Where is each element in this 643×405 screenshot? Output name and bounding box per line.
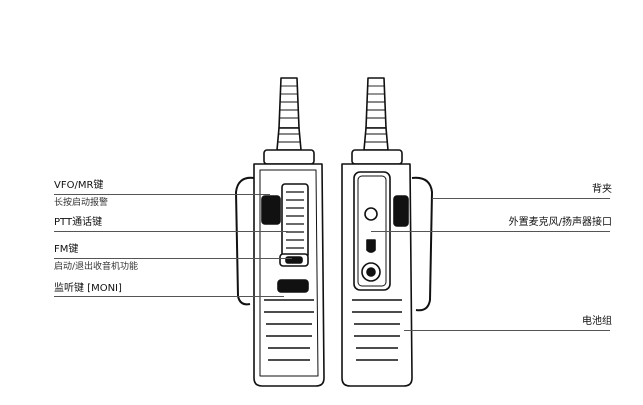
- ext-port-label: 外置麦克风/扬声器接口: [508, 217, 612, 228]
- vfo-mr-leader: [54, 194, 270, 195]
- alarm-desc-label: 长按启动报警: [54, 198, 109, 208]
- radio-back-view: [341, 77, 433, 387]
- ptt-leader: [54, 231, 288, 232]
- ext-port-leader: [371, 231, 610, 232]
- radio-front-view: [235, 77, 325, 387]
- fm-leader: [54, 258, 292, 259]
- ptt-key-label: PTT通话键: [54, 217, 103, 228]
- belt-clip-label: 背夹: [592, 184, 612, 195]
- battery-label: 电池组: [582, 316, 612, 327]
- vfo-mr-key-label: VFO/MR键: [54, 180, 104, 191]
- moni-leader: [54, 296, 284, 297]
- battery-leader: [404, 330, 610, 331]
- fm-desc-label: 启动/退出收音机功能: [54, 262, 139, 272]
- belt-clip-leader: [432, 198, 610, 199]
- moni-key-label: 监听键 [MONI]: [54, 283, 122, 294]
- fm-key-label: FM键: [54, 244, 79, 255]
